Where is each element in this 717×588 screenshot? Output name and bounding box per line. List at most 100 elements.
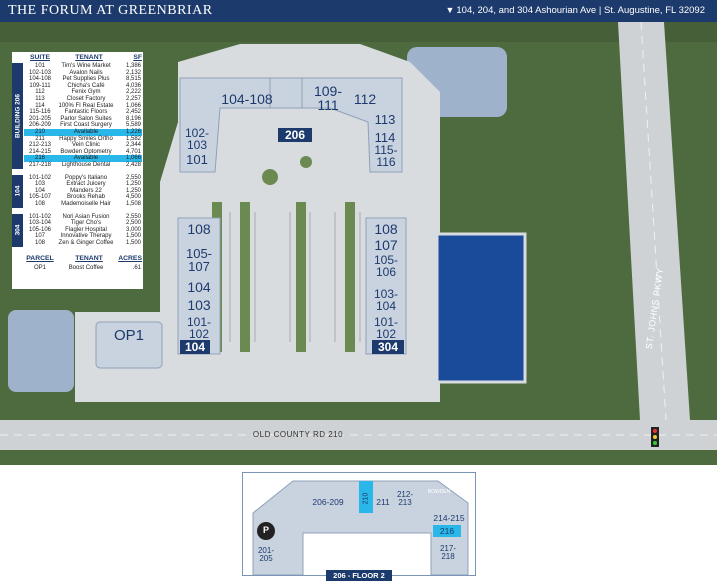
pond-west [8,310,74,392]
unit-206-102-103: 102- 103 [184,126,210,152]
legend-row-suite: 105-107 [28,194,52,201]
legend-row-sf: 2,452 [125,109,141,116]
legend-header-parcel: PARCEL [26,254,54,262]
parcel-row-acres: .61 [132,264,141,271]
legend-row-tenant: Tiger Cho's [70,220,102,227]
legend-row-suite: 115-116 [29,109,51,116]
unit-206-104-108: 104-108 [221,91,273,107]
legend-row-tenant: Poppy's Italiano [64,174,108,181]
legend-row-tenant: Brooks Rehab [66,194,106,201]
address: ▼104, 204, and 304 Ashourian Ave | St. A… [445,5,705,16]
unit-304-103-104: 103- 104 [373,287,399,313]
legend-row-tenant: Innovative Therapy [60,233,112,240]
legend-row-tenant: 100% FI Real Estate [58,102,114,109]
legend-row-sf: 1,250 [125,181,141,188]
parcel-op1 [95,321,163,369]
legend-row-tenant: Available [73,155,99,162]
legend-row-tenant: Fenix Gym [71,89,101,96]
legend-row-tenant: Tim's Wine Market [61,63,111,69]
legend-row-suite: 105-106 [28,226,52,233]
legend-row-suite: 114 [35,102,45,109]
legend-row-suite: 214-215 [28,148,52,155]
legend-row-suite: 101 [34,63,45,69]
legend-row-suite: 109-111 [29,82,51,89]
legend-row-suite: 104-108 [28,76,52,83]
legend-header-parcel-tenant: TENANT [75,254,103,262]
tree-line-north [0,22,717,42]
unit-304-107: 107 [374,237,398,253]
header-bar: THE FORUM AT GREENBRIAR ▼104, 204, and 3… [0,0,717,22]
legend-header-sf: SF [133,54,142,61]
legend-row-tenant: Zen & Ginger Coffee [58,240,114,246]
legend-row-tenant: Available [73,129,99,135]
legend-row-sf: 1,500 [125,233,141,240]
parcel-row-id: OP1 [33,264,46,271]
legend-row-suite: 101-102 [28,213,52,220]
legend-building-label: 104 [12,174,23,208]
legend-row-tenant: Fantastic Floors [64,109,108,116]
address-text: 104, 204, and 304 Ashourian Ave | St. Au… [456,5,705,16]
floor-2-inset: 206-209 210 211 212- 213 BOWDEN 214-215 … [242,472,476,576]
legend-row-sf: 2,222 [125,89,141,96]
legend-row-sf: 1,582 [125,135,141,142]
legend-row-suite: 201-205 [28,115,52,122]
legend-row-sf: 2,550 [125,213,141,220]
legend-row-suite: 108 [34,201,45,207]
legend-building-name: 104 [14,185,21,197]
legend-header-tenant: TENANT [75,54,103,61]
unit-104-103: 103 [187,297,211,313]
legend-row-suite: 216 [34,155,45,162]
legend-row-tenant: Pet Supplies Plus [62,76,110,83]
location-pin-icon: ▼ [445,5,455,15]
legend-row-sf: 2,257 [125,96,141,102]
legend-row-tenant: Avalon Nails [69,69,103,76]
legend-row-suite: 103 [34,181,45,188]
legend-row-tenant: Extract Juicery [66,181,106,188]
legend-building-name: 304 [14,224,21,236]
legend-row-suite: 107 [34,233,45,240]
building-104 [177,217,221,355]
legend-row-sf: 4,701 [125,148,141,155]
legend-row-sf: 3,000 [125,226,141,233]
f2-unit-210: 210 [362,492,370,505]
legend-row-sf: 1,500 [125,240,141,246]
legend-row-tenant: Nori Asian Fusion [62,213,110,220]
unit-216-available [433,525,461,537]
legend-row-sf: 2,550 [125,174,141,181]
legend-row-tenant: Flagler Hospital [65,226,107,233]
unit-206-113: 113 [374,112,396,127]
legend-row-suite: 104 [34,187,45,194]
building-tag-104: 104 [180,340,210,354]
legend-row-tenant: Parlor Salon Suites [60,115,112,122]
unit-304-101-102: 101- 102 [373,315,399,341]
legend-row-sf: 8,196 [125,115,141,122]
parcel-row-tenant: Boost Coffee [68,264,104,271]
legend-row-suite: 211 [35,135,45,142]
legend-row-sf: 1,386 [125,63,141,69]
legend-row-tenant: Chicha's Café [67,82,105,89]
legend-row-suite: 212-213 [28,142,52,149]
legend-row-sf: 8,515 [125,76,141,83]
legend-row-sf: 4,500 [125,194,141,201]
unit-104-101-102: 101- 102 [186,315,212,341]
legend-header-acres: ACRES [118,254,142,262]
legend-row-tenant: Vein Clinic [71,142,100,149]
legend-header-suite: SUITE [29,54,50,61]
legend-row-suite: 112 [35,89,45,96]
legend-row-suite: 113 [35,96,45,102]
building-tag-304: 304 [372,340,404,354]
building-304 [365,217,407,355]
legend-row-sf: 1,250 [125,187,141,194]
legend-row-sf: 2,428 [125,162,141,168]
legend-row-suite: 108 [34,240,45,246]
f2-unit-212-213: 212- 213 [396,490,413,507]
available-highlight [24,128,142,136]
parcel-op1-label: OP1 [113,327,144,344]
legend-row-sf: 1,066 [125,155,141,162]
legend-row-suite: 217-218 [28,162,52,168]
f2-unit-217-218: 217- 218 [439,544,456,561]
legend-row-sf: 1,066 [125,102,141,109]
floor-2-label: 206 - FLOOR 2 [326,570,392,581]
unit-104-105-107: 105- 107 [185,246,213,274]
